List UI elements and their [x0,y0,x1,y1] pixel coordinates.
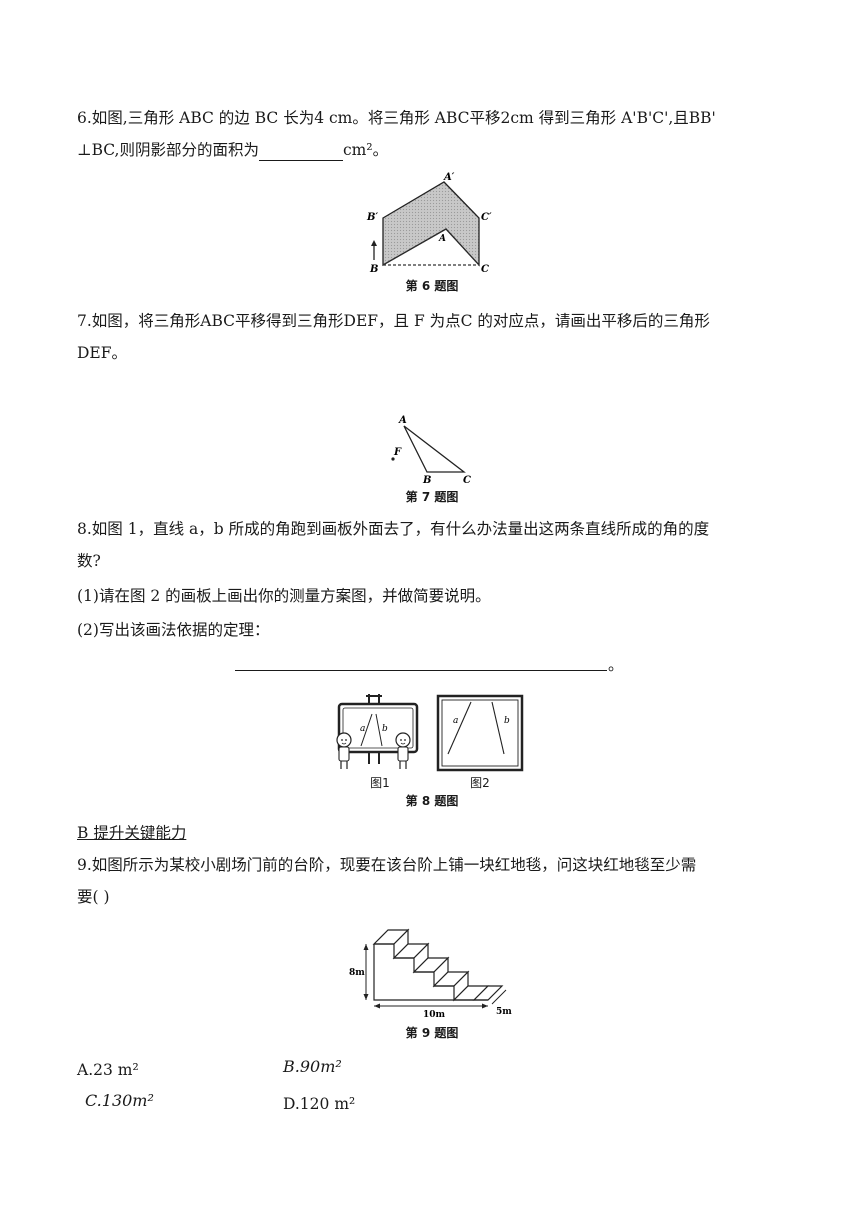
q7-line2: DEF。 [77,344,127,362]
label-c-prime: C′ [481,212,492,223]
length-arrow-left [374,1003,380,1009]
length-arrow-right [482,1003,488,1009]
shaded-region [382,181,480,267]
height-arrow-bottom [363,994,369,1000]
label-a: a [453,716,458,726]
q8-sub1: (1)请在图 2 的画板上画出你的测量方案图，并做简要说明。 [77,587,491,605]
q8-line1: 8.如图 1，直线 a，b 所成的角跑到画板外面去了，有什么办法量出这两条直线所… [77,520,710,538]
q8-end-mark: 。 [608,656,624,674]
label-b: B [422,475,431,486]
q6-caption: 第 6 题图 [405,279,459,293]
q8-fig2-label: 图2 [470,776,490,790]
label-a: A [438,234,446,244]
q9-figure: 8m 10m 5m [349,928,512,1020]
q8-line2: 数? [77,552,101,570]
drawing-board-1-inner [342,707,414,749]
q9-caption: 第 9 题图 [405,1026,459,1040]
label-b-prime: B′ [366,212,378,223]
triangle-abc-dashed [382,228,480,266]
answer-blank-q6[interactable] [259,142,343,161]
height-label: 8m [349,968,365,978]
label-a-prime: A′ [443,172,455,183]
stairs [372,928,504,1002]
q6-line2: ⊥BC,则阴影部分的面积为 cm²。 [77,139,388,161]
option-a[interactable]: A.23 m² [77,1061,139,1079]
child-right-figure [395,732,411,769]
line-a [360,713,373,747]
q9-line1: 9.如图所示为某校小剧场门前的台阶，现要在该台阶上铺一块红地毯，问这块红地毯至少… [77,856,697,874]
label-f: F [393,447,402,458]
label-b: b [504,716,510,726]
q7-figure: A B C F [391,415,471,486]
q8-caption: 第 8 题图 [405,794,459,808]
height-arrow-top [363,944,369,950]
option-c[interactable]: C.130m² [85,1091,154,1110]
label-a: A [398,415,407,426]
drawing-board-2-inner [441,699,519,767]
label-b: b [382,724,388,734]
q6-line2-suffix: cm²。 [343,141,389,159]
line-b [491,701,505,755]
q8-figure-2: a b [436,694,524,772]
q7-line1: 7.如图，将三角形ABC平移得到三角形DEF，且 F 为点C 的对应点，请画出平… [77,312,710,330]
q9-line2: 要( ) [77,888,110,906]
drawing-board-2[interactable] [436,694,524,772]
arrow-head [371,240,377,246]
child-left-figure [336,732,352,769]
label-c: C [481,264,489,274]
option-b[interactable]: B.90m² [283,1057,342,1076]
q7-caption: 第 7 题图 [405,490,459,504]
length-label: 10m [423,1010,446,1020]
width-label: 5m [496,1007,512,1017]
q8-sub2: (2)写出该画法依据的定理： [77,621,270,639]
q6-line2-prefix: ⊥BC,则阴影部分的面积为 [77,141,259,159]
q6-figure: A′ B′ C′ A B C [366,172,492,274]
label-a: a [360,724,365,734]
answer-line-q8[interactable] [235,652,607,671]
q8-fig1-label: 图1 [370,776,390,790]
width-dim-line [491,989,507,1005]
q6-line1: 6.如图,三角形 ABC 的边 BC 长为4 cm。将三角形 ABC平移2cm … [77,109,716,127]
option-d[interactable]: D.120 m² [283,1095,356,1113]
label-c: C [463,475,471,486]
q8-figure-1: a b [336,694,419,769]
triangle-abc [403,425,466,473]
section-b-title: B 提升关键能力 [77,824,187,842]
label-b: B [369,264,378,274]
line-b [375,713,383,747]
line-a [447,701,472,755]
point-f [391,457,395,461]
